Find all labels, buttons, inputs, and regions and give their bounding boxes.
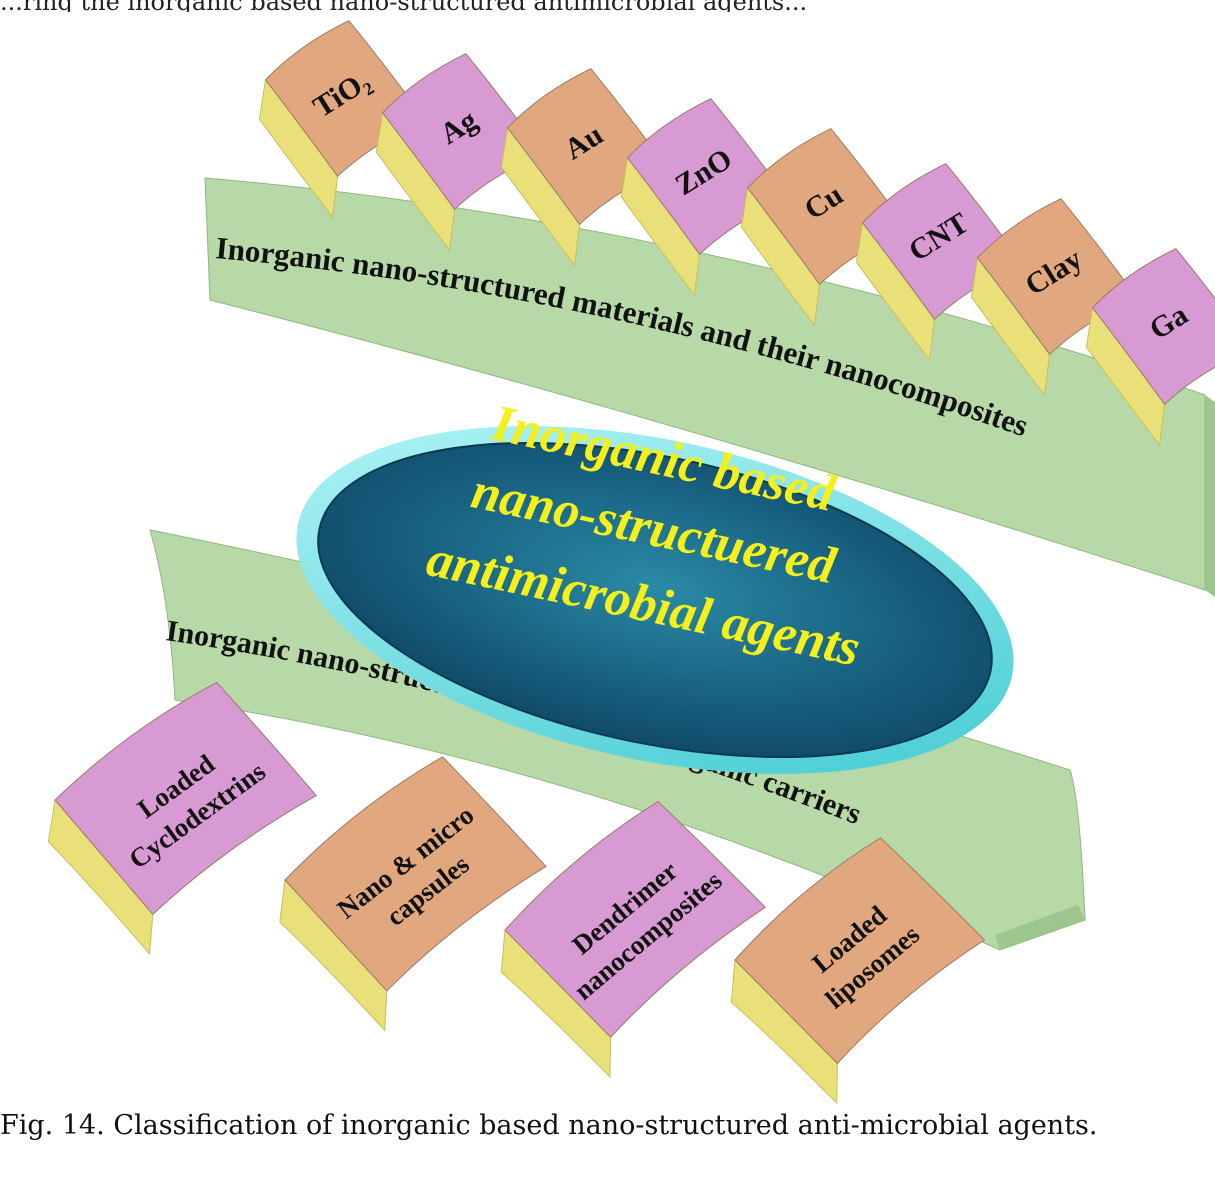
upper-tile: Ag	[375, 53, 544, 252]
figure-caption: Fig. 14. Classification of inorganic bas…	[0, 1110, 1098, 1141]
center-ellipse	[296, 426, 1014, 774]
top-cut-text: ...ring the inorganic based nano-structu…	[0, 0, 1215, 12]
tile-face	[504, 800, 767, 1038]
upper-band	[204, 177, 1215, 597]
lower-band-side	[995, 905, 1085, 950]
tile-face	[54, 681, 318, 916]
tile-face	[1091, 248, 1215, 406]
upper-band-side	[1205, 395, 1215, 597]
tile-face	[734, 837, 986, 1065]
tile-face	[284, 756, 547, 992]
upper-tile: Ga	[1085, 248, 1215, 447]
